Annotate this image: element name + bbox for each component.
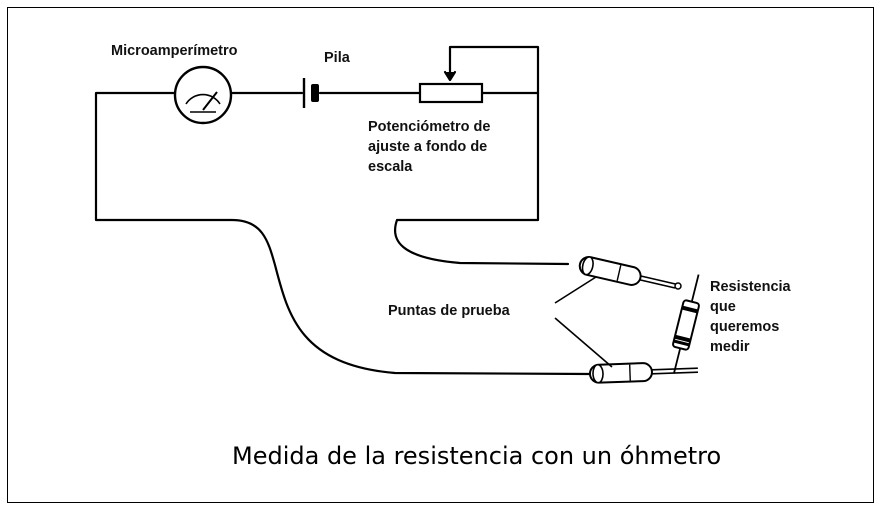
lower-probe-icon [588,362,699,384]
potentiometer-label-line3: escala [368,159,413,175]
probe-leader-upper [554,276,597,304]
figure-caption: Medida de la resistencia con un óhmetro [232,442,722,470]
battery-label: Pila [324,50,351,66]
microammeter-label: Microamperímetro [111,43,238,59]
potentiometer-icon [418,82,484,104]
wiper-arrowhead [443,70,457,82]
resistor-label-line2: que [710,299,736,315]
potentiometer-label-line1: Potenciómetro de [368,119,490,135]
probes-label: Puntas de prueba [388,303,511,319]
resistor-icon [672,274,700,374]
battery-icon [302,78,319,108]
upper-probe-tip [674,282,682,290]
potentiometer-label-line2: ajuste a fondo de [368,139,487,155]
circuit-wire-left [94,91,592,376]
microammeter-icon [173,65,233,125]
upper-probe-icon [578,256,677,289]
potentiometer-wiper [448,45,540,95]
resistor-label-line3: queremos [710,319,779,335]
resistor-label-line4: medir [710,339,750,355]
probe-leader-lower [554,317,613,368]
resistor-label-line1: Resistencia [710,279,792,295]
circuit-wire-right [393,91,570,266]
